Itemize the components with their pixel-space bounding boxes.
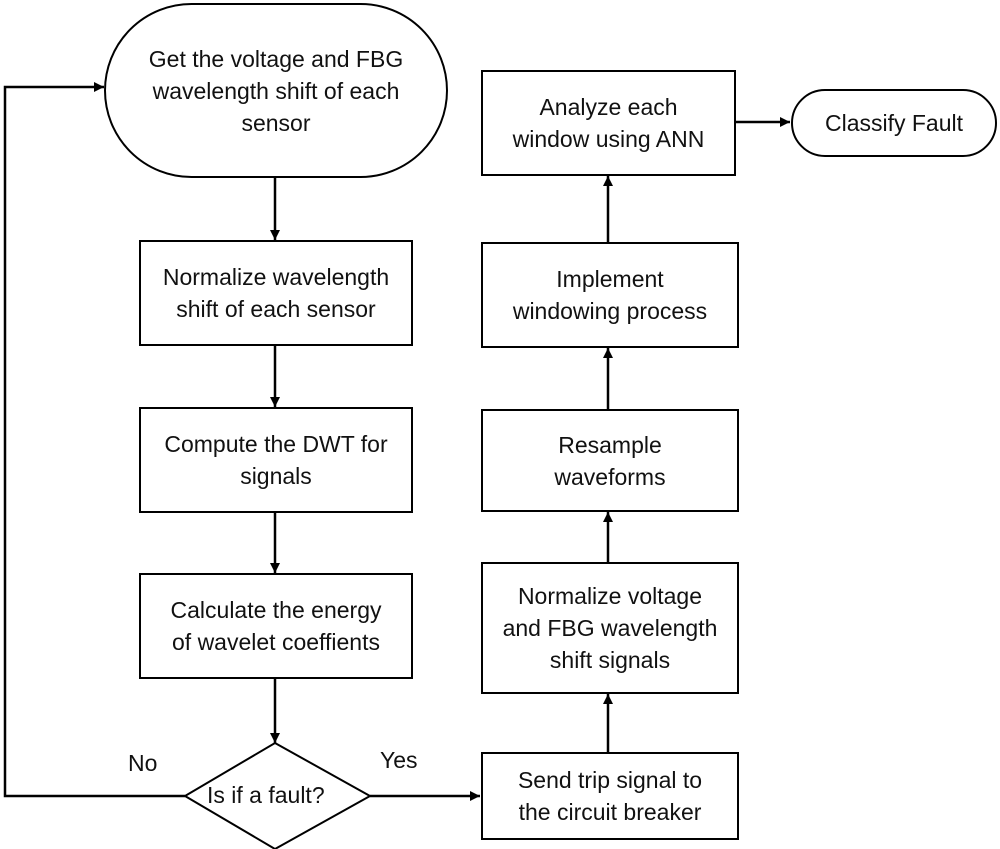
normalize-voltage-label: Normalize voltage and FBG wavelength shi… — [502, 583, 718, 673]
resample-box: Resample waveforms — [481, 409, 739, 512]
windowing-box: Implement windowing process — [481, 242, 739, 348]
classify-terminal: Classify Fault — [791, 89, 997, 157]
normalize-wavelength-box: Normalize wavelength shift of each senso… — [139, 240, 413, 346]
normalize-wavelength-label: Normalize wavelength shift of each senso… — [162, 264, 390, 322]
compute-dwt-label: Compute the DWT for signals — [164, 431, 388, 489]
decision-diamond — [183, 741, 373, 849]
start-label: Get the voltage and FBG wavelength shift… — [148, 45, 404, 136]
calculate-energy-label: Calculate the energy of wavelet coeffien… — [170, 597, 382, 655]
calculate-energy-box: Calculate the energy of wavelet coeffien… — [139, 573, 413, 679]
analyze-box: Analyze each window using ANN — [481, 70, 736, 176]
edge-label-yes: Yes — [380, 747, 418, 773]
resample-label: Resample waveforms — [554, 431, 666, 490]
send-trip-box: Send trip signal to the circuit breaker — [481, 752, 739, 840]
windowing-label: Implement windowing process — [512, 266, 708, 324]
normalize-voltage-box: Normalize voltage and FBG wavelength shi… — [481, 562, 739, 694]
decision-label: Is if a fault? — [207, 782, 325, 808]
arrow-decision-no-loop — [3, 82, 185, 798]
start-terminal: Get the voltage and FBG wavelength shift… — [104, 3, 448, 178]
analyze-label: Analyze each window using ANN — [512, 94, 705, 152]
compute-dwt-box: Compute the DWT for signals — [139, 407, 413, 513]
send-trip-label: Send trip signal to the circuit breaker — [517, 767, 703, 825]
edge-label-no: No — [128, 750, 158, 776]
classify-label: Classify Fault — [824, 110, 964, 136]
